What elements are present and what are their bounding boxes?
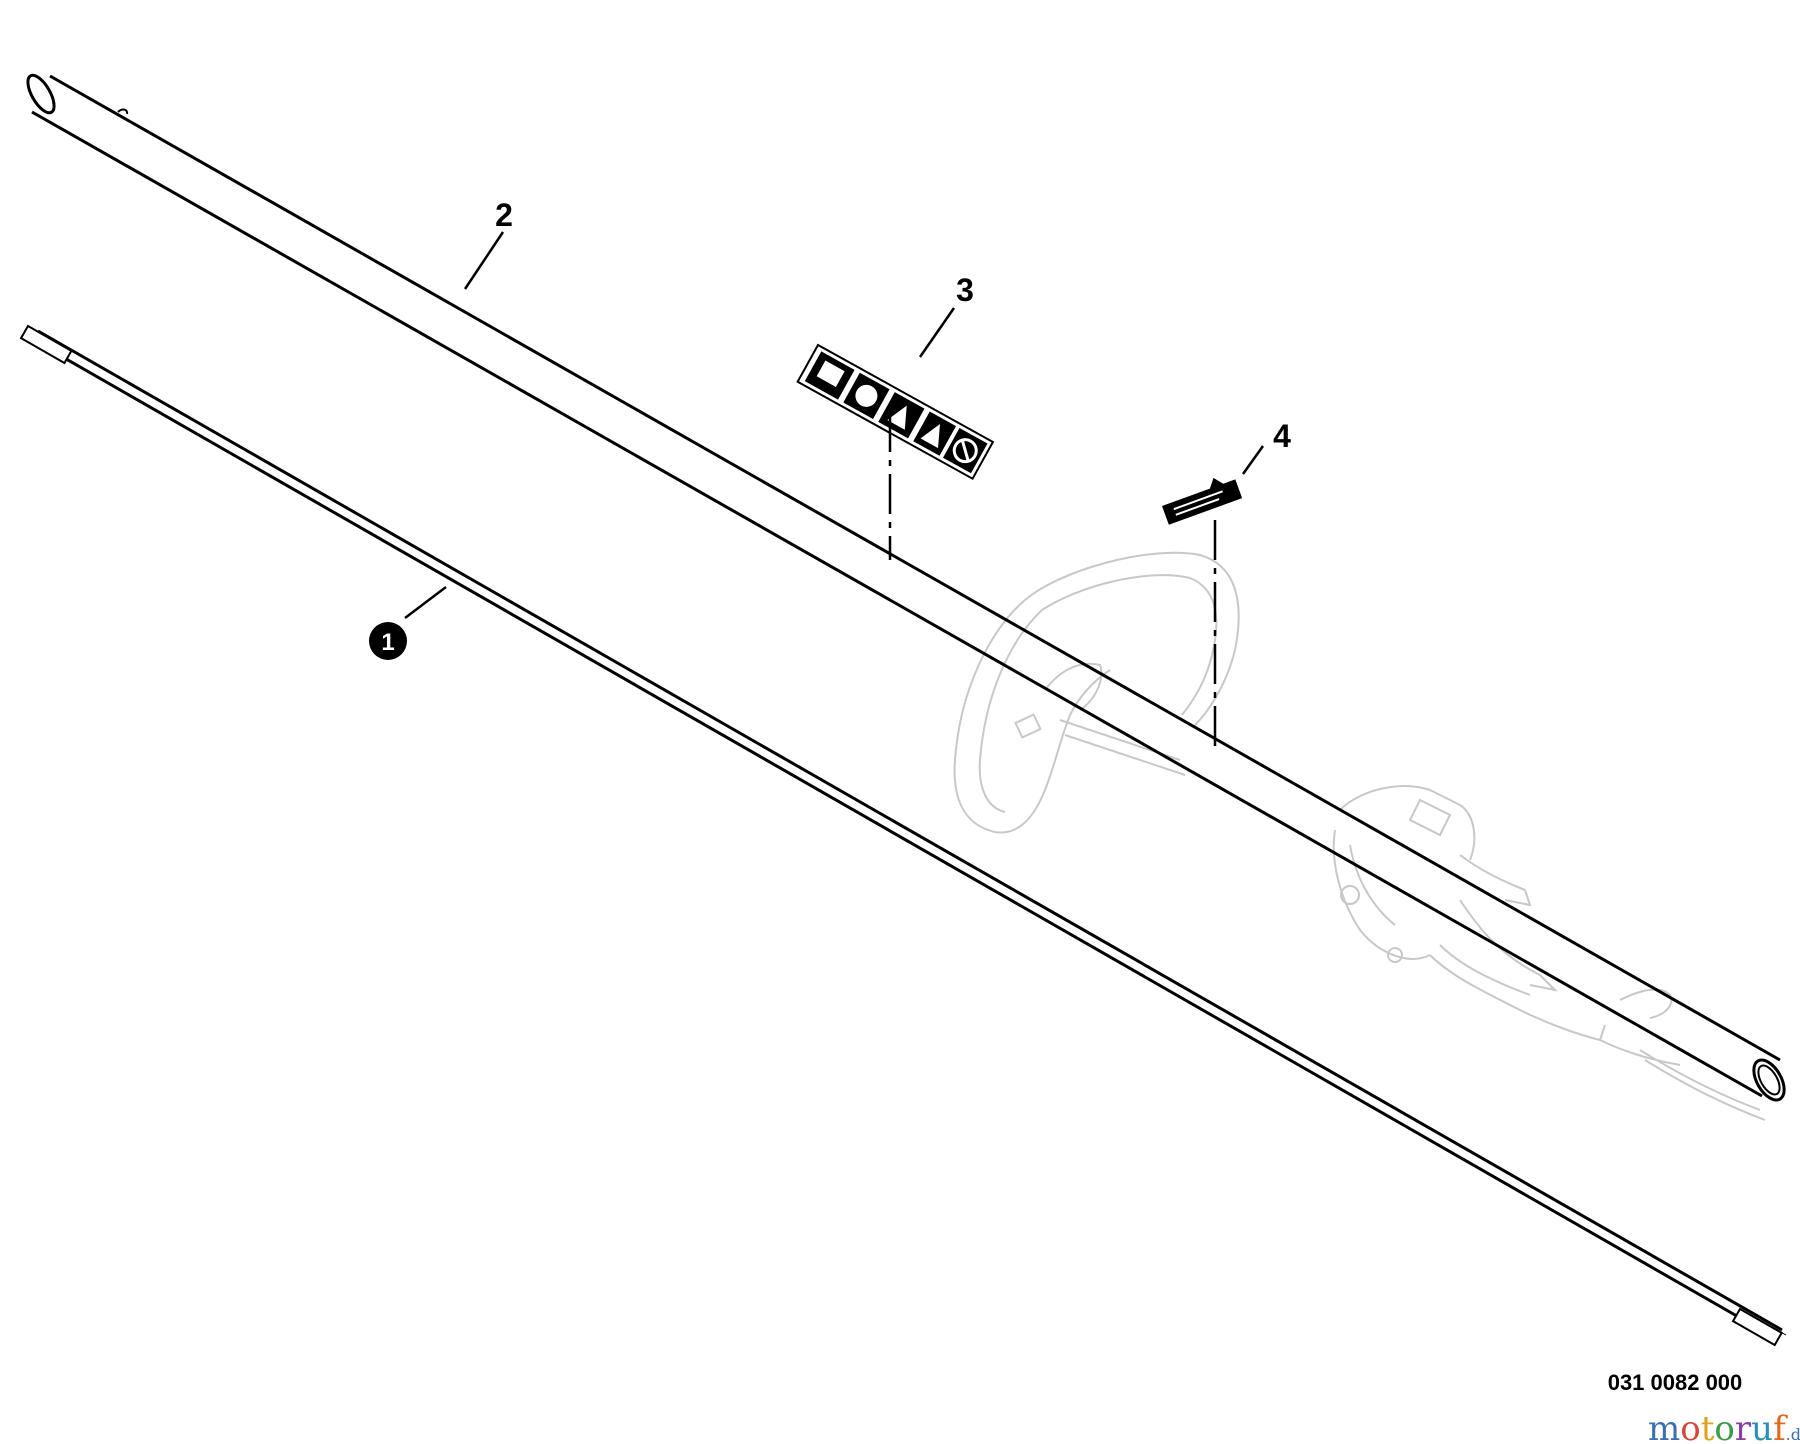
warning-decal: [796, 343, 995, 481]
handle-decal: [1162, 477, 1243, 525]
watermark-letter: u: [1751, 1409, 1773, 1444]
drawing-number: 031 0082 000: [1608, 1370, 1743, 1395]
watermark-logo: motoruf.de: [1648, 1409, 1800, 1444]
watermark-letter: f: [1773, 1409, 1788, 1444]
watermark-letter: r: [1735, 1409, 1752, 1444]
watermark-letter: o: [1714, 1409, 1734, 1444]
callout-3: 3: [956, 272, 974, 308]
leader-lines: [404, 231, 1265, 750]
callout-2: 2: [495, 197, 513, 233]
ghost-loop-handle: [953, 551, 1240, 834]
ghost-throttle-housing: [1332, 785, 1766, 1121]
watermark-letter: o: [1680, 1409, 1700, 1444]
callout-4: 4: [1273, 418, 1291, 454]
watermark-suffix: .de: [1786, 1425, 1800, 1444]
callout-1-badge: [369, 622, 407, 660]
svg-text:motoruf.de: motoruf.de: [1648, 1409, 1800, 1444]
callout-1: 1: [381, 629, 394, 656]
shaft-tube: [26, 73, 1786, 1102]
watermark-letter: t: [1701, 1409, 1715, 1444]
drive-shaft: [19, 324, 1787, 1347]
watermark-letter: m: [1648, 1409, 1680, 1444]
